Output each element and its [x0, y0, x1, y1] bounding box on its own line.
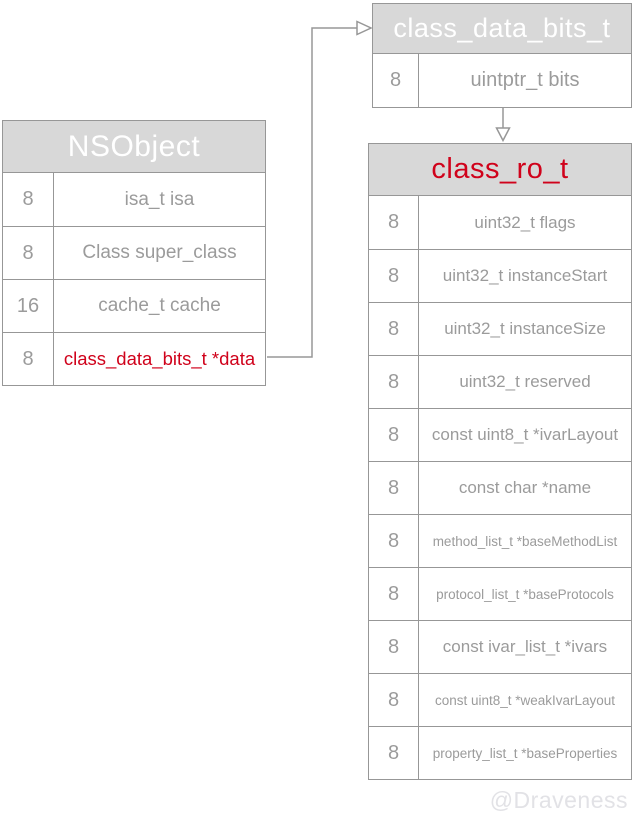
row-label: const char *name	[458, 478, 592, 497]
arrow-down-icon	[495, 127, 511, 143]
row-size: 8	[369, 621, 419, 673]
table-rows-class-ro: 8 uint32_t flags 8 uint32_t instanceStart 8 u…	[369, 196, 631, 779]
row-label: uint32_t instanceSize	[444, 319, 606, 338]
struct-row: 8 const char *name	[369, 461, 631, 514]
row-label: uintptr_t bits	[470, 69, 580, 91]
row-size: 8	[369, 409, 419, 461]
struct-row: 8 isa_t isa	[3, 173, 265, 226]
row-size: 8	[369, 303, 419, 355]
struct-row: 8 uint32_t reserved	[369, 355, 631, 408]
struct-row: 8 protocol_list_t *baseProtocols	[369, 567, 631, 620]
struct-row: 8 uint32_t instanceStart	[369, 249, 631, 302]
row-label: Class super_class	[82, 242, 237, 263]
struct-row: 8 uintptr_t bits	[373, 54, 631, 107]
row-label: uint32_t reserved	[459, 372, 591, 391]
struct-row: 8 class_data_bits_t *data	[3, 332, 265, 385]
struct-row: 16 cache_t cache	[3, 279, 265, 332]
row-size: 16	[3, 280, 54, 332]
struct-row: 8 method_list_t *baseMethodList	[369, 514, 631, 567]
table-title-class-data-bits: class_data_bits_t	[373, 4, 631, 54]
row-label: class_data_bits_t *data	[63, 348, 256, 369]
row-label: property_list_t *baseProperties	[432, 745, 618, 761]
row-label: const ivar_list_t *ivars	[442, 637, 608, 656]
table-rows-class-data-bits: 8 uintptr_t bits	[373, 54, 631, 107]
struct-row: 8 uint32_t instanceSize	[369, 302, 631, 355]
row-size: 8	[369, 674, 419, 726]
arrow-right-icon	[356, 20, 373, 36]
data-to-bits-connector	[267, 27, 357, 358]
struct-table-class-ro: class_ro_t 8 uint32_t flags 8 uint32_t inst…	[368, 143, 632, 780]
row-label: method_list_t *baseMethodList	[432, 533, 618, 549]
row-size: 8	[3, 227, 54, 279]
row-label: isa_t isa	[124, 188, 195, 210]
struct-row: 8 const ivar_list_t *ivars	[369, 620, 631, 673]
struct-row: 8 uint32_t flags	[369, 196, 631, 249]
row-size: 8	[369, 250, 419, 302]
row-size: 8	[373, 54, 419, 107]
struct-table-class-data-bits: class_data_bits_t 8 uintptr_t bits	[372, 3, 632, 108]
row-label: const uint8_t *weakIvarLayout	[434, 692, 616, 708]
row-size: 8	[369, 568, 419, 620]
table-title-class-ro: class_ro_t	[369, 144, 631, 196]
row-label: uint32_t instanceStart	[442, 266, 608, 285]
watermark: @Draveness	[489, 787, 628, 813]
struct-row: 8 const uint8_t *weakIvarLayout	[369, 673, 631, 726]
row-size: 8	[369, 515, 419, 567]
row-label: const uint8_t *ivarLayout	[431, 425, 619, 444]
row-size: 8	[369, 356, 419, 408]
row-label: protocol_list_t *baseProtocols	[436, 586, 614, 602]
struct-row: 8 property_list_t *baseProperties	[369, 726, 631, 779]
row-size: 8	[3, 173, 54, 226]
row-size: 8	[3, 333, 54, 385]
struct-row: 8 const uint8_t *ivarLayout	[369, 408, 631, 461]
row-size: 8	[369, 462, 419, 514]
table-title-nsobject: NSObject	[3, 121, 265, 173]
row-size: 8	[369, 727, 419, 779]
struct-row: 8 Class super_class	[3, 226, 265, 279]
row-label: cache_t cache	[98, 295, 221, 316]
row-label: uint32_t flags	[474, 212, 576, 232]
row-size: 8	[369, 196, 419, 249]
